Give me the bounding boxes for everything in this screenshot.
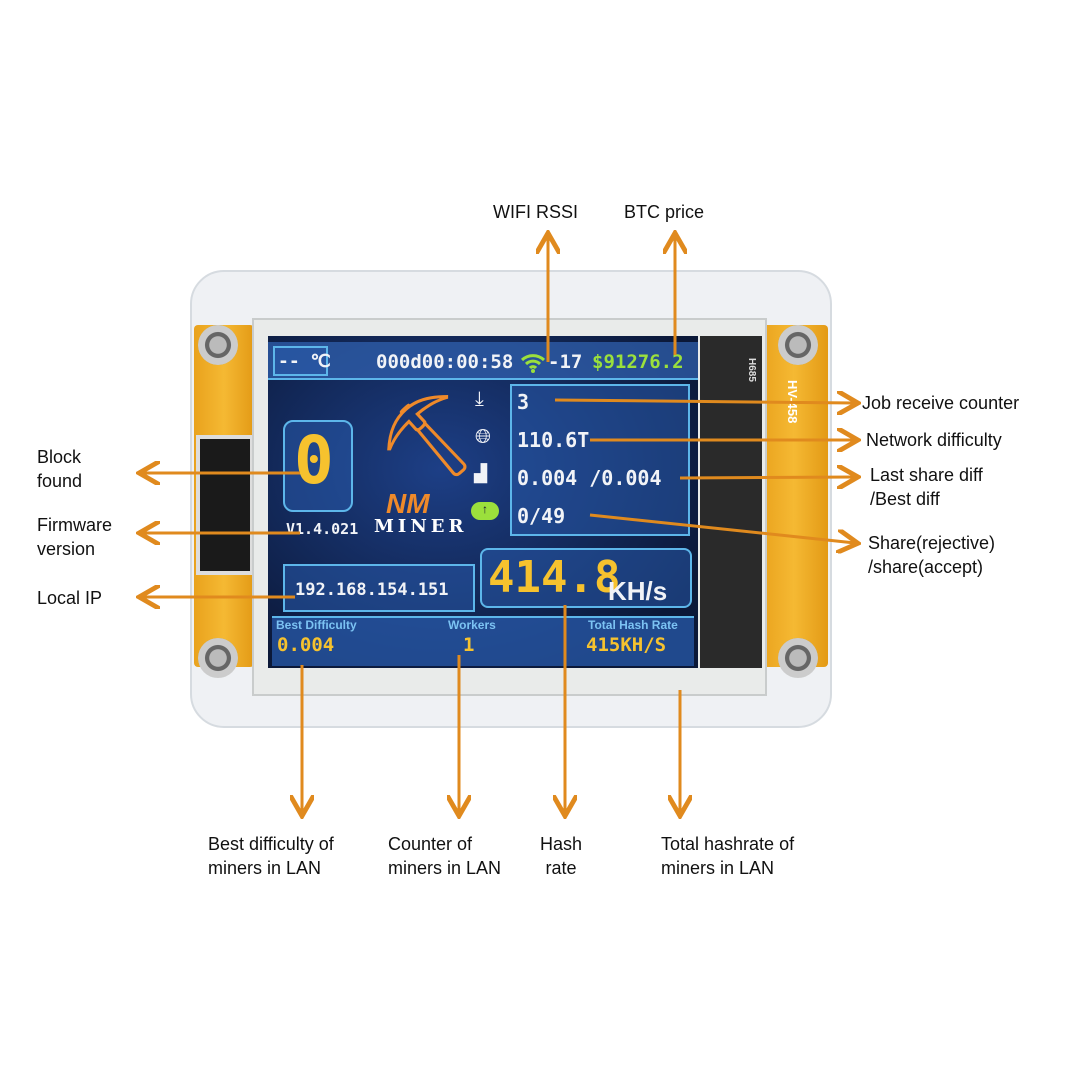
screw [198,325,238,365]
label-local-ip: Local IP [37,588,103,608]
label-firmware: Firmware version [37,513,112,561]
shares: 0/49 [517,504,566,528]
text: /Best diff [870,489,940,509]
label-job-counter: Job receive counter [862,393,1020,413]
label-hashrate: Hash rate [540,832,582,880]
rssi-value: -17 [548,351,583,373]
temperature: -- ℃ [273,346,331,376]
label-best-difficulty: Best difficulty of miners in LAN [208,832,334,880]
label-wifi-rssi: WIFI RSSI [493,202,578,222]
lcd-screen: -- ℃ 000d00:00:58 -17 $91276.2 ⤓ 🌐︎ ▟ ↑ … [268,336,698,668]
cloud-upload-icon: ↑ [471,502,499,520]
globe-icon: 🌐︎ [475,426,491,448]
hashrate: 414.8 [488,552,621,603]
screen-flex-area [700,336,762,668]
right-board-edge [760,325,828,667]
text: found [37,471,83,491]
label-block-found: Block found [37,445,82,493]
text: Best difficulty of [208,834,334,854]
total-hashrate-label: Total Hash Rate [588,618,678,632]
chart-icon: ▟ [474,464,488,483]
local-ip: 192.168.154.151 [295,580,449,600]
bottom-bar [272,616,694,666]
best-difficulty-label: Best Difficulty [276,618,357,632]
text: Share(rejective) [868,533,996,553]
text: version [37,539,96,559]
workers-value: 1 [463,634,475,656]
hashrate-unit: KH/s [608,576,668,606]
text: Hash [540,834,583,854]
label-btc-price: BTC price [624,202,705,222]
text: /share(accept) [868,557,984,577]
text: miners in LAN [208,858,322,878]
text: Total hashrate of [661,834,795,854]
total-hashrate-value: 415KH/S [586,634,667,656]
screw [778,325,818,365]
arrow-shares [589,513,855,543]
best-difficulty-value: 0.004 [277,634,335,656]
text: Block [37,447,82,467]
screw [198,638,238,678]
text: miners in LAN [388,858,502,878]
label-network-difficulty: Network difficulty [866,430,1002,450]
uptime: 000d00:00:58 [376,351,514,373]
text: rate [545,858,577,878]
workers-label: Workers [448,618,496,632]
miner-logo-icon: ⛏ [376,391,478,480]
text: Counter of [388,834,473,854]
wifi-icon [520,354,546,373]
arrow-job [554,400,855,403]
screw [778,638,818,678]
blocks-found: 0 [294,422,334,499]
text: miners in LAN [661,858,775,878]
network-difficulty: 110.6T [517,428,590,452]
block-found-box [283,420,353,512]
stats-panel [510,384,690,536]
text: Last share diff [870,465,983,485]
hashrate-box [480,548,692,608]
logo-text-top: NM [386,488,430,519]
firmware-version: V1.4.021 [286,520,359,538]
top-bar [268,342,698,380]
label-last-share: Last share diff/Best diff [870,463,983,511]
arrow-share-diff [679,477,855,478]
label-shares: Share(rejective) /share(accept) [868,531,995,579]
btc-price: $91276.2 [592,351,684,373]
job-count: 3 [517,390,530,414]
label-workers: Counter of miners in LAN [388,832,501,880]
download-icon: ⤓ [475,388,484,410]
text: Firmware [37,515,112,535]
ip-box [283,564,475,612]
share-difficulty: 0.004 /0.004 [517,466,662,490]
logo-text-bottom: MINER [374,516,468,537]
label-total-hashrate: Total hashrate of miners in LAN [661,832,794,880]
